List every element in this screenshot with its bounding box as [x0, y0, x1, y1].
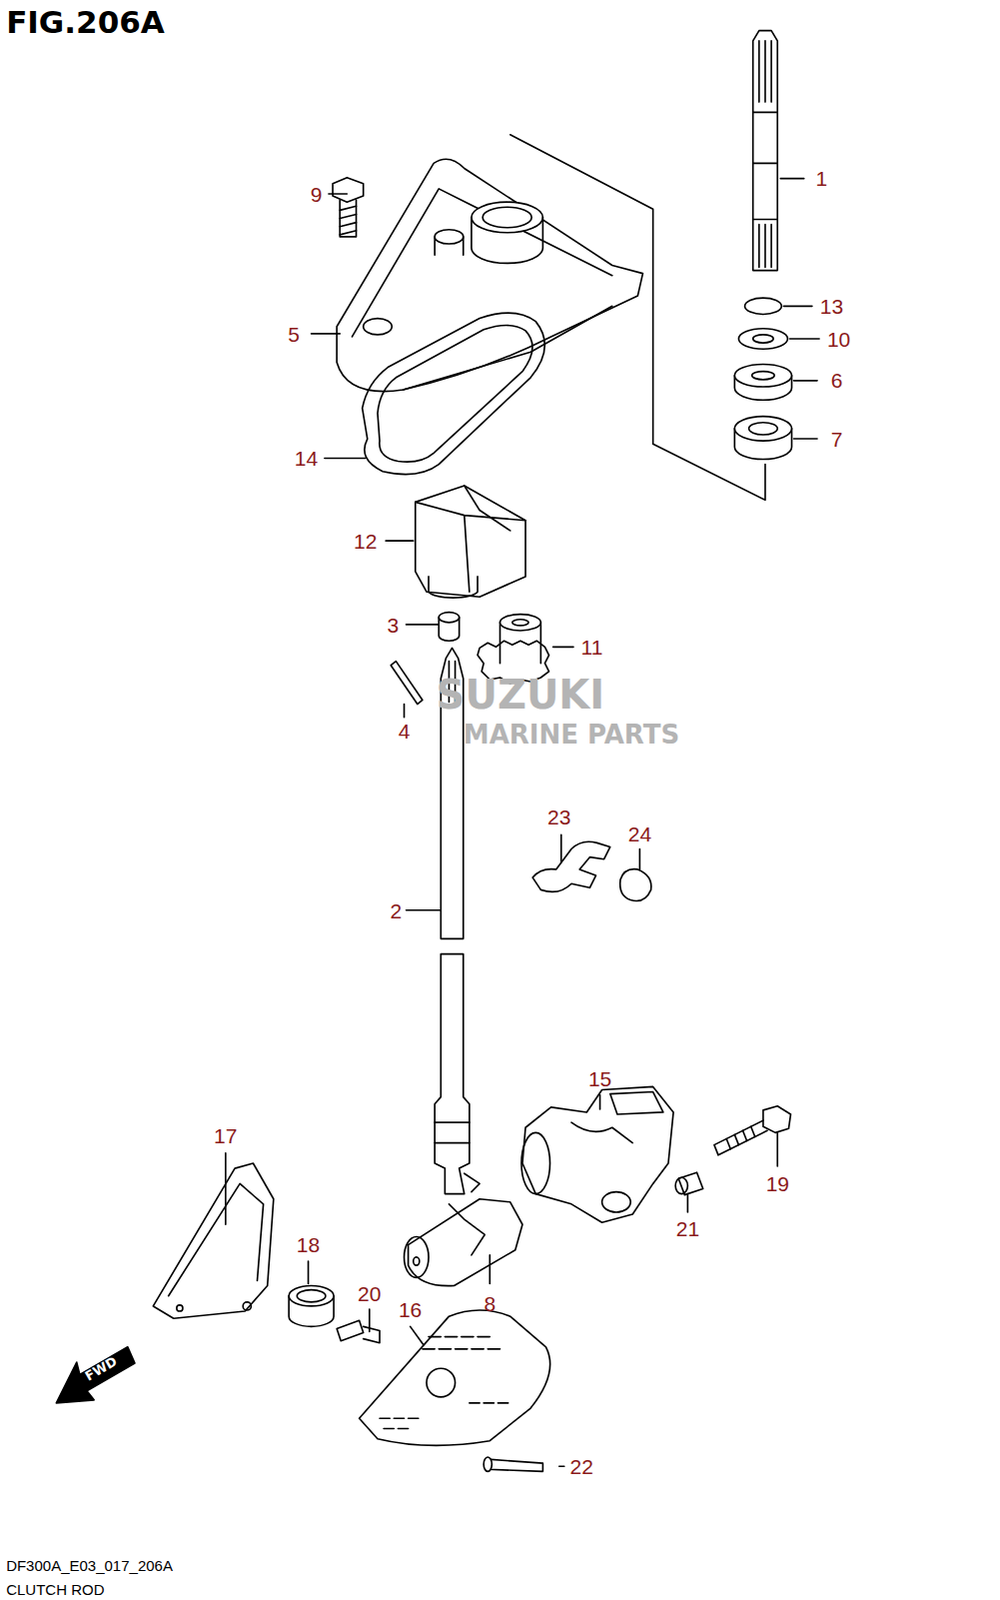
- callout-number: 8: [483, 1292, 496, 1314]
- callout-number: 21: [676, 1217, 700, 1239]
- callout-number: 1: [815, 167, 828, 189]
- callout-number: 9: [310, 183, 323, 205]
- callout-number: 16: [398, 1298, 422, 1320]
- callout-number: 2: [389, 900, 402, 922]
- watermark: SUZUKI: [436, 674, 606, 715]
- callout-number: 14: [294, 447, 318, 469]
- callout-number: 17: [213, 1124, 237, 1146]
- callout-number: 19: [766, 1172, 790, 1194]
- callout-number: 24: [628, 823, 652, 845]
- callout-number: 6: [831, 369, 844, 391]
- callout-number: 12: [353, 530, 377, 552]
- callout-number: 18: [296, 1233, 320, 1255]
- callout-number: 10: [827, 328, 851, 350]
- callout-number: 7: [831, 428, 844, 450]
- callout-number: 4: [398, 720, 411, 742]
- callout-number: 15: [588, 1067, 612, 1089]
- callout-number: 23: [547, 806, 571, 828]
- callout-number: 5: [287, 323, 300, 345]
- callout-number: 11: [581, 636, 604, 658]
- callout-number: 3: [386, 614, 399, 636]
- figure-caption: CLUTCH ROD: [5, 1581, 104, 1597]
- figure-code: DF300A_E03_017_206A: [5, 1557, 173, 1573]
- figure-title: FIG.206A: [5, 6, 165, 38]
- callout-number: 20: [357, 1282, 381, 1304]
- callout-number: 22: [570, 1455, 594, 1477]
- watermark: MARINE PARTS: [463, 721, 680, 748]
- callout-number: 13: [820, 295, 844, 317]
